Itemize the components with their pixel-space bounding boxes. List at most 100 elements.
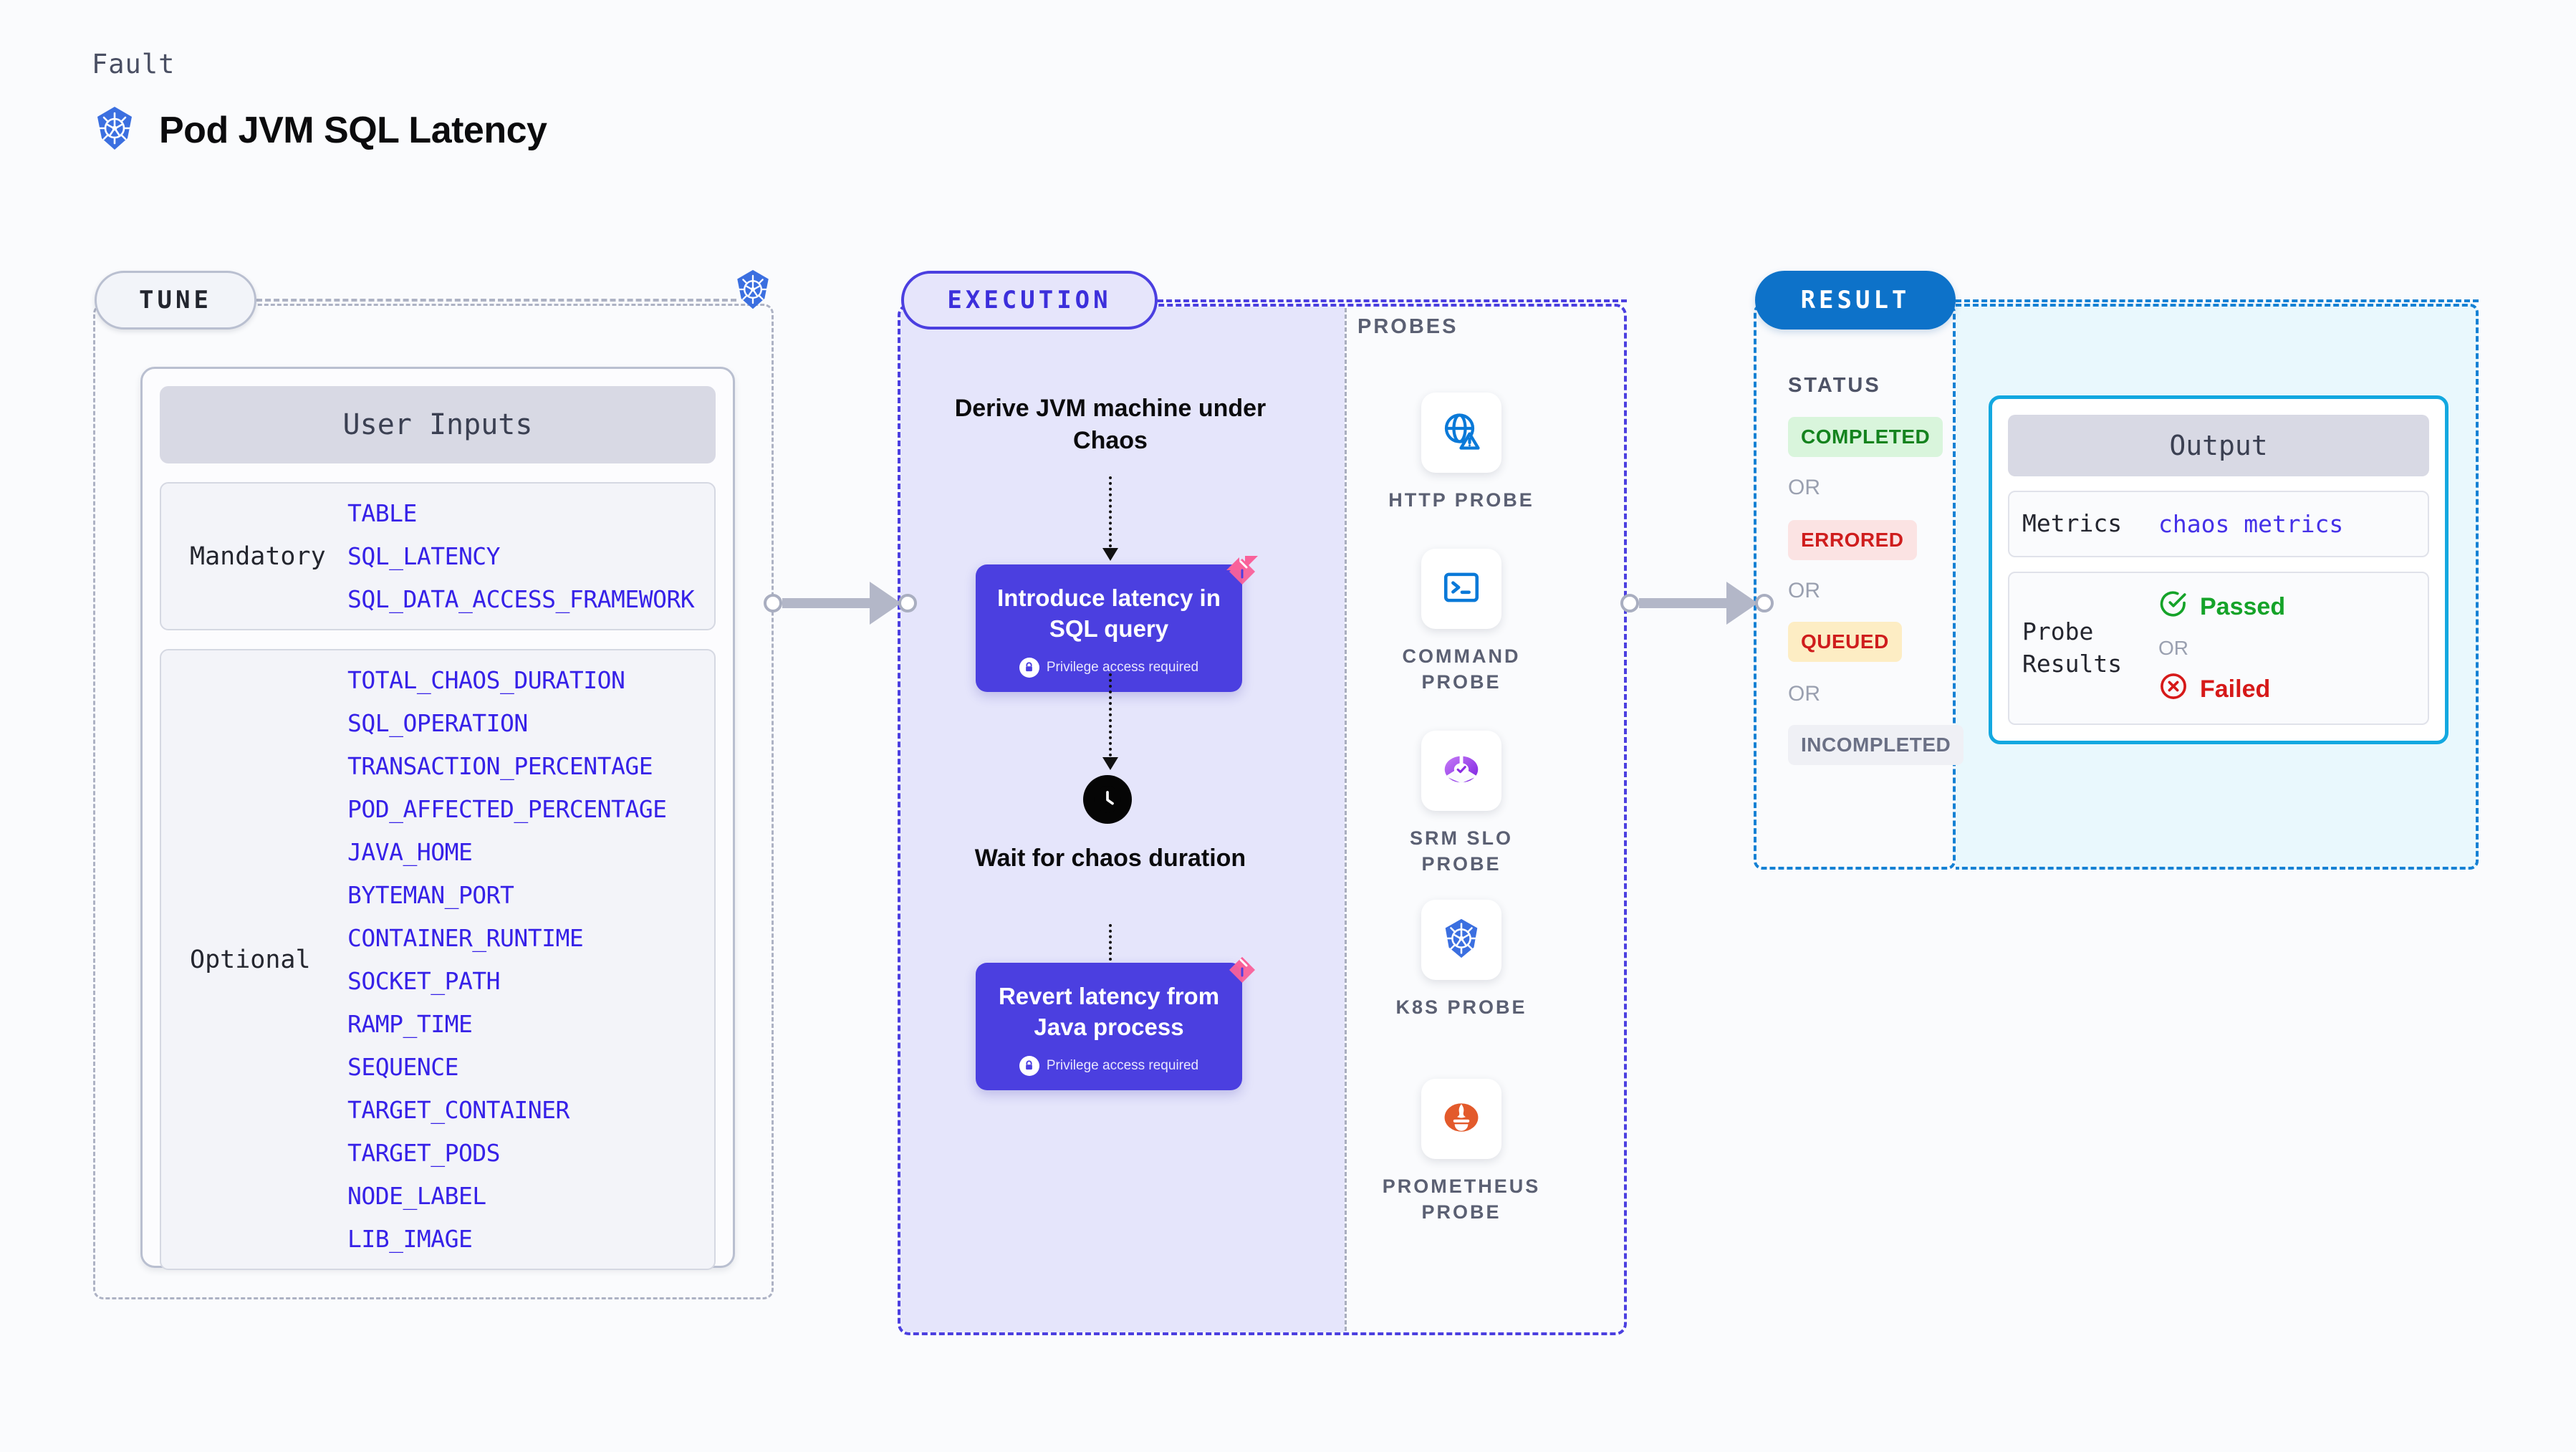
page-header: Fault [92, 49, 547, 155]
page-title: Pod JVM SQL Latency [159, 109, 547, 151]
lock-icon [1019, 657, 1039, 678]
probe-tile [1421, 549, 1501, 629]
output-row-metrics: Metrics chaos metrics [2008, 491, 2429, 557]
param-item[interactable]: TARGET_CONTAINER [347, 1096, 569, 1124]
param-item[interactable]: SQL_DATA_ACCESS_FRAMEWORK [347, 585, 695, 613]
check-circle-icon [2158, 589, 2188, 625]
node-title: Revert latency from Java process [998, 983, 1220, 1040]
fault-eyebrow: Fault [92, 49, 176, 80]
or-label: OR [1788, 476, 1820, 499]
connector-arrowhead [870, 582, 901, 625]
param-item[interactable]: SQL_LATENCY [347, 542, 501, 570]
execution-region [898, 304, 1627, 1335]
probes-divider [1345, 308, 1347, 1331]
param-item[interactable]: TOTAL_CHAOS_DURATION [347, 666, 625, 694]
probe-label: K8S PROBE [1395, 996, 1527, 1018]
failed-label: Failed [2200, 675, 2271, 703]
kubernetes-icon [1439, 916, 1484, 964]
privilege-text: Privilege access required [1046, 659, 1199, 675]
srm-slo-icon [1439, 747, 1484, 795]
param-item[interactable]: CONTAINER_RUNTIME [347, 924, 584, 952]
probe-tile [1421, 731, 1501, 811]
connector-dot [1755, 594, 1774, 612]
result-pill[interactable]: RESULT [1755, 271, 1956, 330]
status-badge-completed: COMPLETED [1788, 417, 1943, 457]
param-item[interactable]: SEQUENCE [347, 1053, 458, 1081]
param-group-mandatory: Mandatory TABLE SQL_LATENCY SQL_DATA_ACC… [160, 482, 716, 630]
metrics-key: Metrics [2022, 509, 2123, 537]
probe-tile [1421, 1079, 1501, 1159]
param-group-optional: Optional TOTAL_CHAOS_DURATION SQL_OPERAT… [160, 649, 716, 1270]
group-label: Mandatory [190, 542, 326, 571]
connector-bar [782, 598, 870, 608]
probe-prometheus[interactable]: PROMETHEUS PROBE [1368, 1079, 1554, 1226]
connector-dot [1620, 594, 1639, 612]
flow-arrow [1102, 673, 1118, 770]
param-item[interactable]: TRANSACTION_PERCENTAGE [347, 752, 653, 780]
output-row-probe-results: Probe Results Passed OR [2008, 571, 2429, 725]
probes-section-label: PROBES [1357, 315, 1458, 338]
metrics-value[interactable]: chaos metrics [2158, 509, 2344, 538]
execution-node-introduce-latency[interactable]: Introduce latency in SQL query Privilege… [976, 556, 1258, 692]
or-label: OR [1788, 682, 1820, 706]
privilege-badge: Privilege access required [989, 657, 1229, 678]
connector-bar [1639, 598, 1726, 608]
connector-dot [898, 594, 917, 612]
probe-srm-slo[interactable]: SRM SLO PROBE [1368, 731, 1554, 878]
passed-label: Passed [2200, 592, 2286, 620]
param-item[interactable]: TABLE [347, 499, 417, 527]
probe-results-key: Probe Results [2022, 617, 2123, 678]
param-item[interactable]: POD_AFFECTED_PERCENTAGE [347, 795, 667, 823]
execution-fill [900, 307, 1345, 1332]
probe-command[interactable]: COMMAND PROBE [1368, 549, 1554, 696]
connector-tune-to-execution [764, 582, 917, 625]
param-item[interactable]: RAMP_TIME [347, 1010, 473, 1038]
kubernetes-icon [92, 105, 138, 155]
connector-dot [764, 594, 782, 612]
user-inputs-header: User Inputs [160, 386, 716, 463]
probe-label: SRM SLO PROBE [1409, 827, 1513, 875]
probe-http[interactable]: HTTP PROBE [1368, 393, 1554, 513]
param-item[interactable]: LIB_IMAGE [347, 1225, 473, 1253]
lock-icon [1019, 1055, 1039, 1076]
x-circle-icon [2158, 671, 2188, 708]
execution-node-revert-latency[interactable]: Revert latency from Java process Privile… [976, 957, 1255, 1090]
tune-connector-line [256, 299, 736, 302]
probe-label: COMMAND PROBE [1402, 645, 1521, 693]
probe-result-failed: Failed [2158, 671, 2285, 708]
flow-arrow [1102, 476, 1118, 561]
or-label: OR [1788, 579, 1820, 602]
param-item[interactable]: TARGET_PODS [347, 1139, 501, 1167]
param-item[interactable]: BYTEMAN_PORT [347, 881, 514, 909]
status-badge-queued: QUEUED [1788, 622, 1902, 662]
tune-region [93, 304, 774, 1299]
privilege-text: Privilege access required [1046, 1057, 1199, 1073]
user-inputs-card: User Inputs Mandatory TABLE SQL_LATENCY … [140, 367, 735, 1270]
param-list: TOTAL_CHAOS_DURATION SQL_OPERATION TRANS… [347, 666, 667, 1253]
probe-tile [1421, 900, 1501, 980]
output-card: Output Metrics chaos metrics Probe Resul… [1989, 395, 2448, 744]
param-item[interactable]: NODE_LABEL [347, 1182, 486, 1210]
globe-warning-icon [1440, 410, 1483, 456]
tune-pill[interactable]: TUNE [95, 271, 256, 330]
status-label: STATUS [1788, 374, 1881, 397]
or-label: OR [2158, 636, 2188, 659]
pink-diamond-icon [1222, 947, 1262, 991]
kubernetes-icon [732, 269, 774, 314]
probe-k8s[interactable]: K8S PROBE [1368, 900, 1554, 1020]
probe-results-values: Passed OR Failed [2158, 589, 2285, 708]
param-item[interactable]: SQL_OPERATION [347, 709, 528, 737]
param-list: TABLE SQL_LATENCY SQL_DATA_ACCESS_FRAMEW… [347, 499, 695, 613]
result-connector-line [1956, 299, 2479, 302]
param-item[interactable]: SOCKET_PATH [347, 967, 501, 995]
param-item[interactable]: JAVA_HOME [347, 838, 473, 866]
status-badge-errored: ERRORED [1788, 520, 1917, 560]
wait-caption: Wait for chaos duration [974, 845, 1246, 872]
terminal-icon [1441, 567, 1482, 612]
clock-icon [1083, 775, 1132, 824]
probe-label: HTTP PROBE [1388, 489, 1534, 511]
execution-pill[interactable]: EXECUTION [901, 271, 1158, 330]
prometheus-icon [1440, 1096, 1483, 1143]
output-header: Output [2008, 415, 2429, 476]
derive-jvm-caption: Derive JVM machine under Chaos [954, 395, 1267, 454]
